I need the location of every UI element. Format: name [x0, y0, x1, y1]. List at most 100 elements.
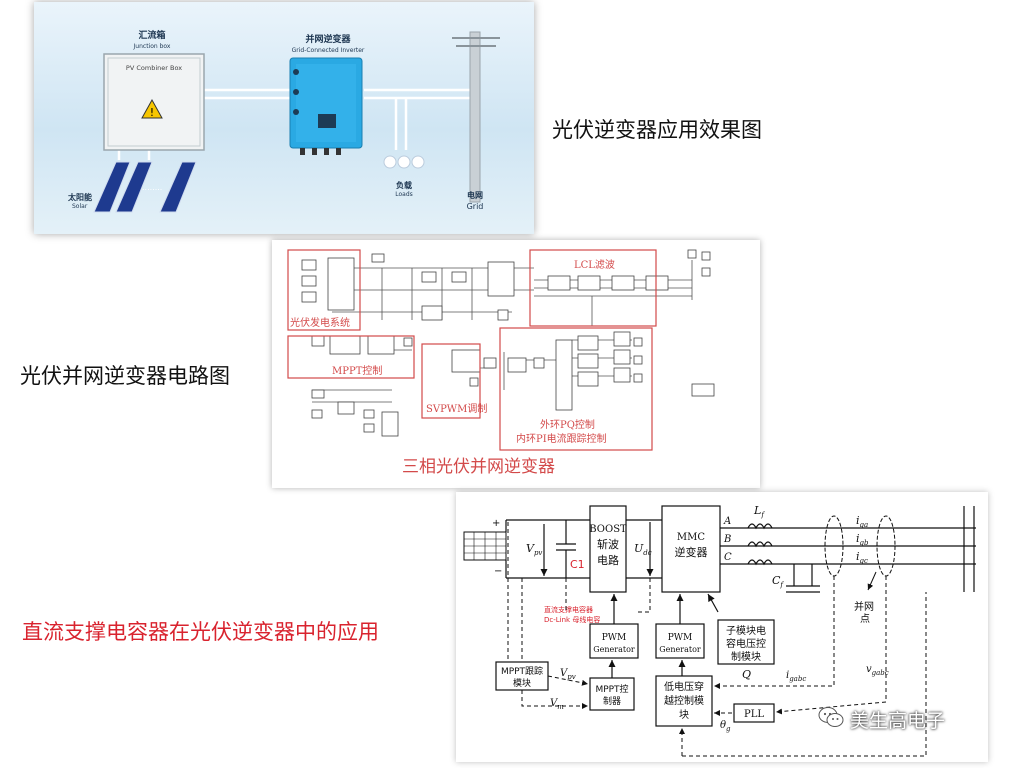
mppt-ctrl-line2: 制器: [603, 695, 621, 707]
lf-sub: f: [760, 511, 765, 519]
caption-application: 直流支撑电容器在光伏逆变器中的应用: [22, 620, 379, 644]
igc-sub: gc: [860, 557, 868, 565]
phase-b-label: B: [723, 534, 731, 545]
igb-label: i: [856, 532, 860, 545]
c1-label: C1: [570, 558, 585, 571]
label-mppt: MPPT控制: [332, 364, 382, 377]
svg-text:Vpv: Vpv: [526, 542, 542, 557]
iga-label: i: [856, 514, 860, 527]
boost-line2: 斩波: [597, 537, 619, 551]
solar-cn: 太阳能: [67, 192, 92, 202]
svg-text:+: +: [492, 518, 500, 529]
submodule-line2: 容电压控: [726, 637, 766, 650]
loads-bulbs: [383, 155, 425, 169]
watermark-text: 美生高电子: [850, 710, 946, 732]
junction-box-cn: 汇流箱: [138, 29, 165, 41]
pll-label: PLL: [744, 709, 764, 720]
junction-box-en: Junction box: [133, 43, 171, 50]
svg-text:iga: iga: [856, 514, 868, 529]
pwm2-line1: PWM: [668, 633, 693, 643]
igabc-sub: gabc: [789, 675, 806, 683]
loads-cn: 负载: [396, 180, 412, 190]
label-pq-outer: 外环PQ控制: [540, 418, 595, 431]
mppt-track-line2: 模块: [513, 677, 531, 689]
dc-link-block-diagram: + −: [456, 492, 988, 762]
pwm2-line2: Generator: [659, 645, 701, 654]
simulink-circuit-diagram: 光伏发电系统 LCL滤波 MPPT控制 SVPWM调制 外环PQ控制 内环PI电…: [272, 240, 760, 488]
vpv2-label: V: [560, 668, 569, 679]
udc-label: U: [634, 542, 644, 555]
vm-label: V: [550, 698, 559, 709]
label-lcl: LCL滤波: [574, 258, 615, 271]
mmc-line2: 逆变器: [675, 545, 708, 559]
vgabc-sub: gabc: [872, 669, 889, 677]
combiner-box-label: PV Combiner Box: [126, 64, 182, 72]
solar-en: Solar: [72, 203, 88, 210]
cf-sub: f: [779, 581, 784, 589]
solar-dots: ........: [142, 183, 162, 192]
theta-sub: g: [726, 725, 731, 733]
grid-pole: [452, 31, 500, 203]
svg-text:θg: θg: [720, 720, 731, 733]
svg-text:−: −: [494, 566, 502, 577]
svg-text:Lf: Lf: [753, 504, 765, 519]
watermark: 美生高电子: [818, 706, 945, 733]
label-pv-system: 光伏发电系统: [290, 316, 350, 329]
pwm1-line2: Generator: [593, 645, 635, 654]
pwm1-line1: PWM: [602, 633, 627, 643]
lvrt-line1: 低电压穿: [664, 680, 704, 693]
igc-label: i: [856, 550, 860, 563]
combiner-box: !: [103, 53, 205, 151]
solar-panels: [93, 161, 197, 213]
vpv-label: V: [526, 542, 535, 555]
vgabc-label: v: [866, 664, 872, 675]
cf-label: C: [772, 574, 781, 587]
caption-circuit: 光伏并网逆变器电路图: [20, 364, 230, 388]
svg-text:igc: igc: [856, 550, 868, 565]
circuit-title: 三相光伏并网逆变器: [402, 457, 555, 477]
mmc-line1: MMC: [677, 532, 705, 543]
vpv2-sub: pv: [567, 673, 575, 681]
svg-text:igb: igb: [856, 532, 869, 547]
loads-en: Loads: [395, 191, 413, 198]
wechat-icon: [818, 706, 844, 733]
cap-note-en: Dc-Link 母线电容: [544, 615, 600, 624]
svg-text:igabc: igabc: [786, 670, 806, 683]
mppt-track-line1: MPPT跟踪: [501, 665, 543, 677]
svg-text:Vm: Vm: [550, 698, 564, 711]
inverter-en: Grid-Connected Inverter: [292, 47, 365, 54]
lvrt-line3: 块: [679, 709, 689, 721]
lvrt-line2: 越控制模: [664, 694, 704, 707]
svg-text:Cf: Cf: [772, 574, 784, 589]
caption-effect: 光伏逆变器应用效果图: [552, 118, 762, 142]
q-label: Q: [742, 668, 751, 681]
svg-text:!: !: [150, 106, 154, 119]
vm-sub: m: [557, 703, 564, 711]
label-pi-inner: 内环PI电流跟踪控制: [516, 432, 607, 445]
grid-cn: 电网: [467, 190, 483, 200]
label-svpwm: SVPWM调制: [426, 402, 487, 415]
boost-line3: 电路: [597, 554, 619, 567]
cap-note-cn: 直流支撑电容器: [544, 605, 593, 614]
grid-point-line1: 并网: [854, 600, 874, 613]
theta-label: θ: [720, 720, 726, 731]
inverter-cn: 并网逆变器: [305, 33, 351, 45]
grid-en: Grid: [467, 202, 484, 211]
svg-text:Vpv: Vpv: [560, 668, 576, 681]
igb-sub: gb: [860, 539, 869, 547]
iga-sub: ga: [860, 521, 869, 529]
igabc-label: i: [786, 670, 789, 681]
boost-line1: BOOST: [589, 524, 627, 535]
grid-point-line2: 点: [860, 613, 870, 625]
submodule-line1: 子模块电: [726, 624, 766, 637]
mppt-ctrl-line1: MPPT控: [595, 683, 628, 695]
lf-label: L: [753, 504, 761, 517]
svg-text:Udc: Udc: [634, 542, 652, 557]
grid-inverter: [289, 57, 363, 155]
pv-array-icon: + −: [463, 518, 507, 577]
svg-text:vgabc: vgabc: [866, 664, 889, 677]
phase-a-label: A: [723, 516, 731, 527]
udc-sub: dc: [643, 549, 651, 557]
vpv-sub: pv: [534, 549, 542, 557]
inverter-application-illustration: ! PV Combiner Box 汇流箱 Junction box 并网逆变器…: [34, 2, 534, 234]
